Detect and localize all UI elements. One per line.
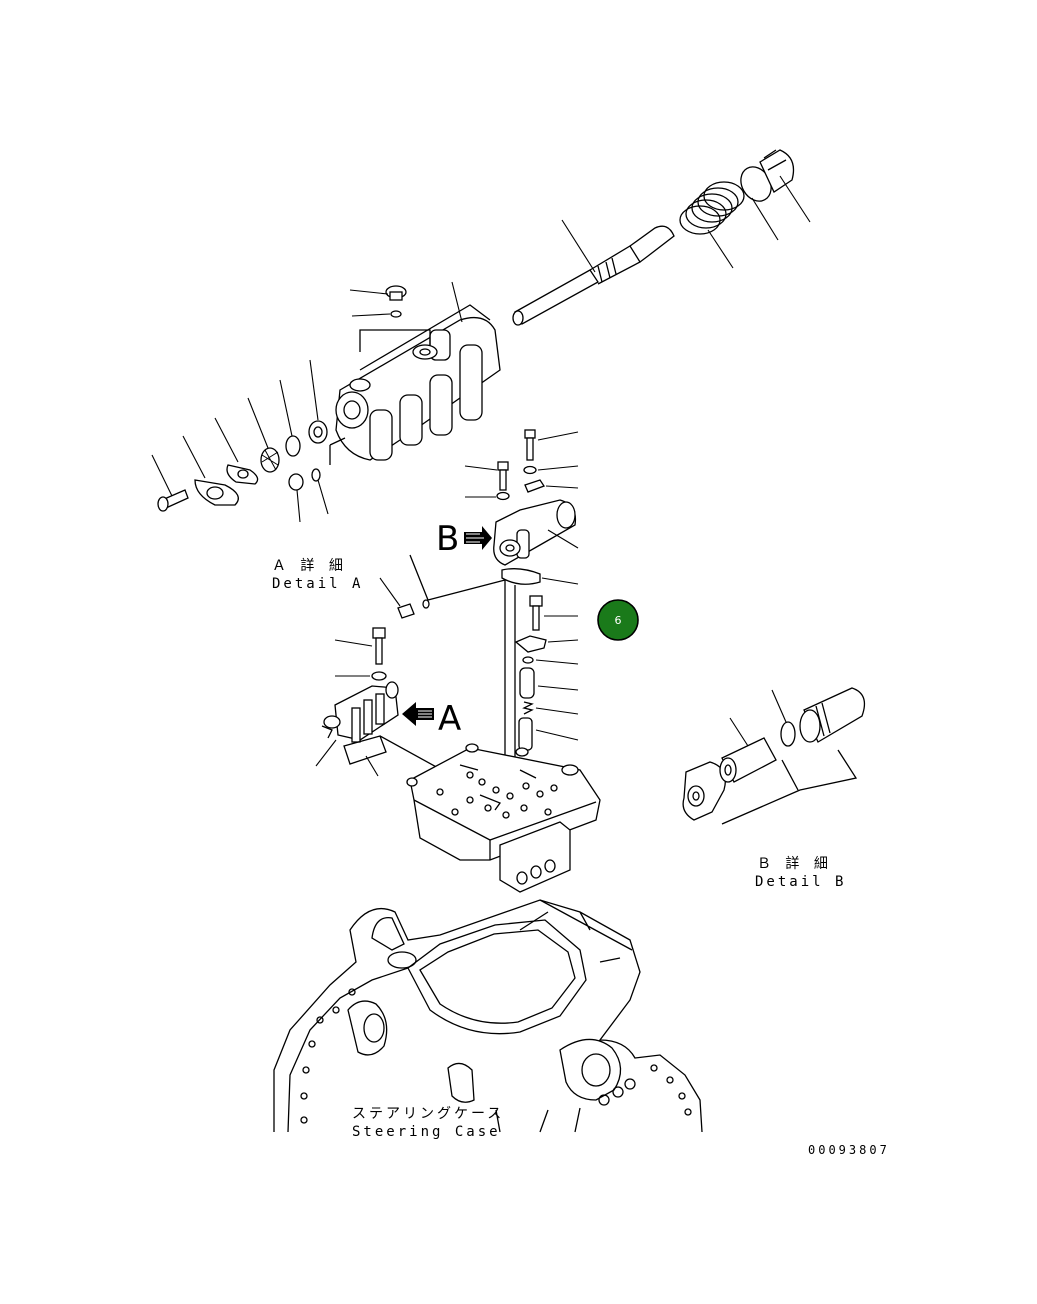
arrow-b-label: B — [436, 519, 459, 559]
plug — [759, 149, 795, 193]
cover-gasket — [501, 568, 541, 585]
spring — [522, 701, 534, 715]
control-valve-plate — [406, 743, 601, 893]
cover-plate — [514, 635, 547, 653]
detail-a-en: Detail A — [272, 576, 363, 592]
valve-gasket — [343, 735, 387, 765]
callout-number: 6 — [615, 614, 622, 627]
retainer-ring — [308, 420, 328, 444]
gasket — [226, 464, 259, 485]
drawing-number: 00093807 — [808, 1143, 890, 1157]
bolt — [524, 429, 536, 461]
bolt — [529, 595, 543, 631]
detail-b-jp: Ｂ 詳 細 — [757, 856, 831, 872]
bolt — [497, 461, 509, 491]
pin — [409, 554, 429, 601]
bolt — [372, 627, 386, 665]
filter-cover — [493, 499, 577, 566]
case-label-en: Steering Case — [352, 1124, 501, 1140]
filter-o-ring — [780, 721, 796, 747]
arrow-a-label: A — [438, 699, 461, 739]
callout-marker[interactable]: 6 — [597, 599, 639, 641]
washer — [523, 465, 537, 475]
filter-case — [799, 687, 866, 743]
o-ring — [522, 656, 534, 664]
flange-bolt — [157, 489, 189, 512]
detail-b-en: Detail B — [755, 874, 846, 890]
arrow-a-icon — [402, 702, 434, 726]
clip — [524, 479, 545, 493]
spring-coil — [679, 181, 745, 235]
filter-housing — [682, 761, 727, 821]
valve-body — [335, 304, 501, 461]
seal-ring — [285, 435, 301, 457]
strainer — [260, 447, 280, 473]
spool-shaft — [512, 225, 675, 326]
spool — [518, 717, 533, 751]
filter-element — [719, 737, 777, 783]
small-plug — [288, 473, 304, 491]
steering-case — [273, 899, 703, 1133]
washer — [496, 491, 510, 501]
arrow-b-icon — [464, 526, 492, 550]
small-o-ring — [311, 468, 321, 482]
pressure-valve — [321, 681, 399, 743]
detail-a-jp: Ａ 詳 細 — [272, 558, 346, 574]
case-label-jp: ステアリングケース — [352, 1106, 504, 1122]
sleeve — [519, 667, 535, 699]
washer — [371, 671, 387, 681]
flange-plate — [194, 479, 239, 506]
